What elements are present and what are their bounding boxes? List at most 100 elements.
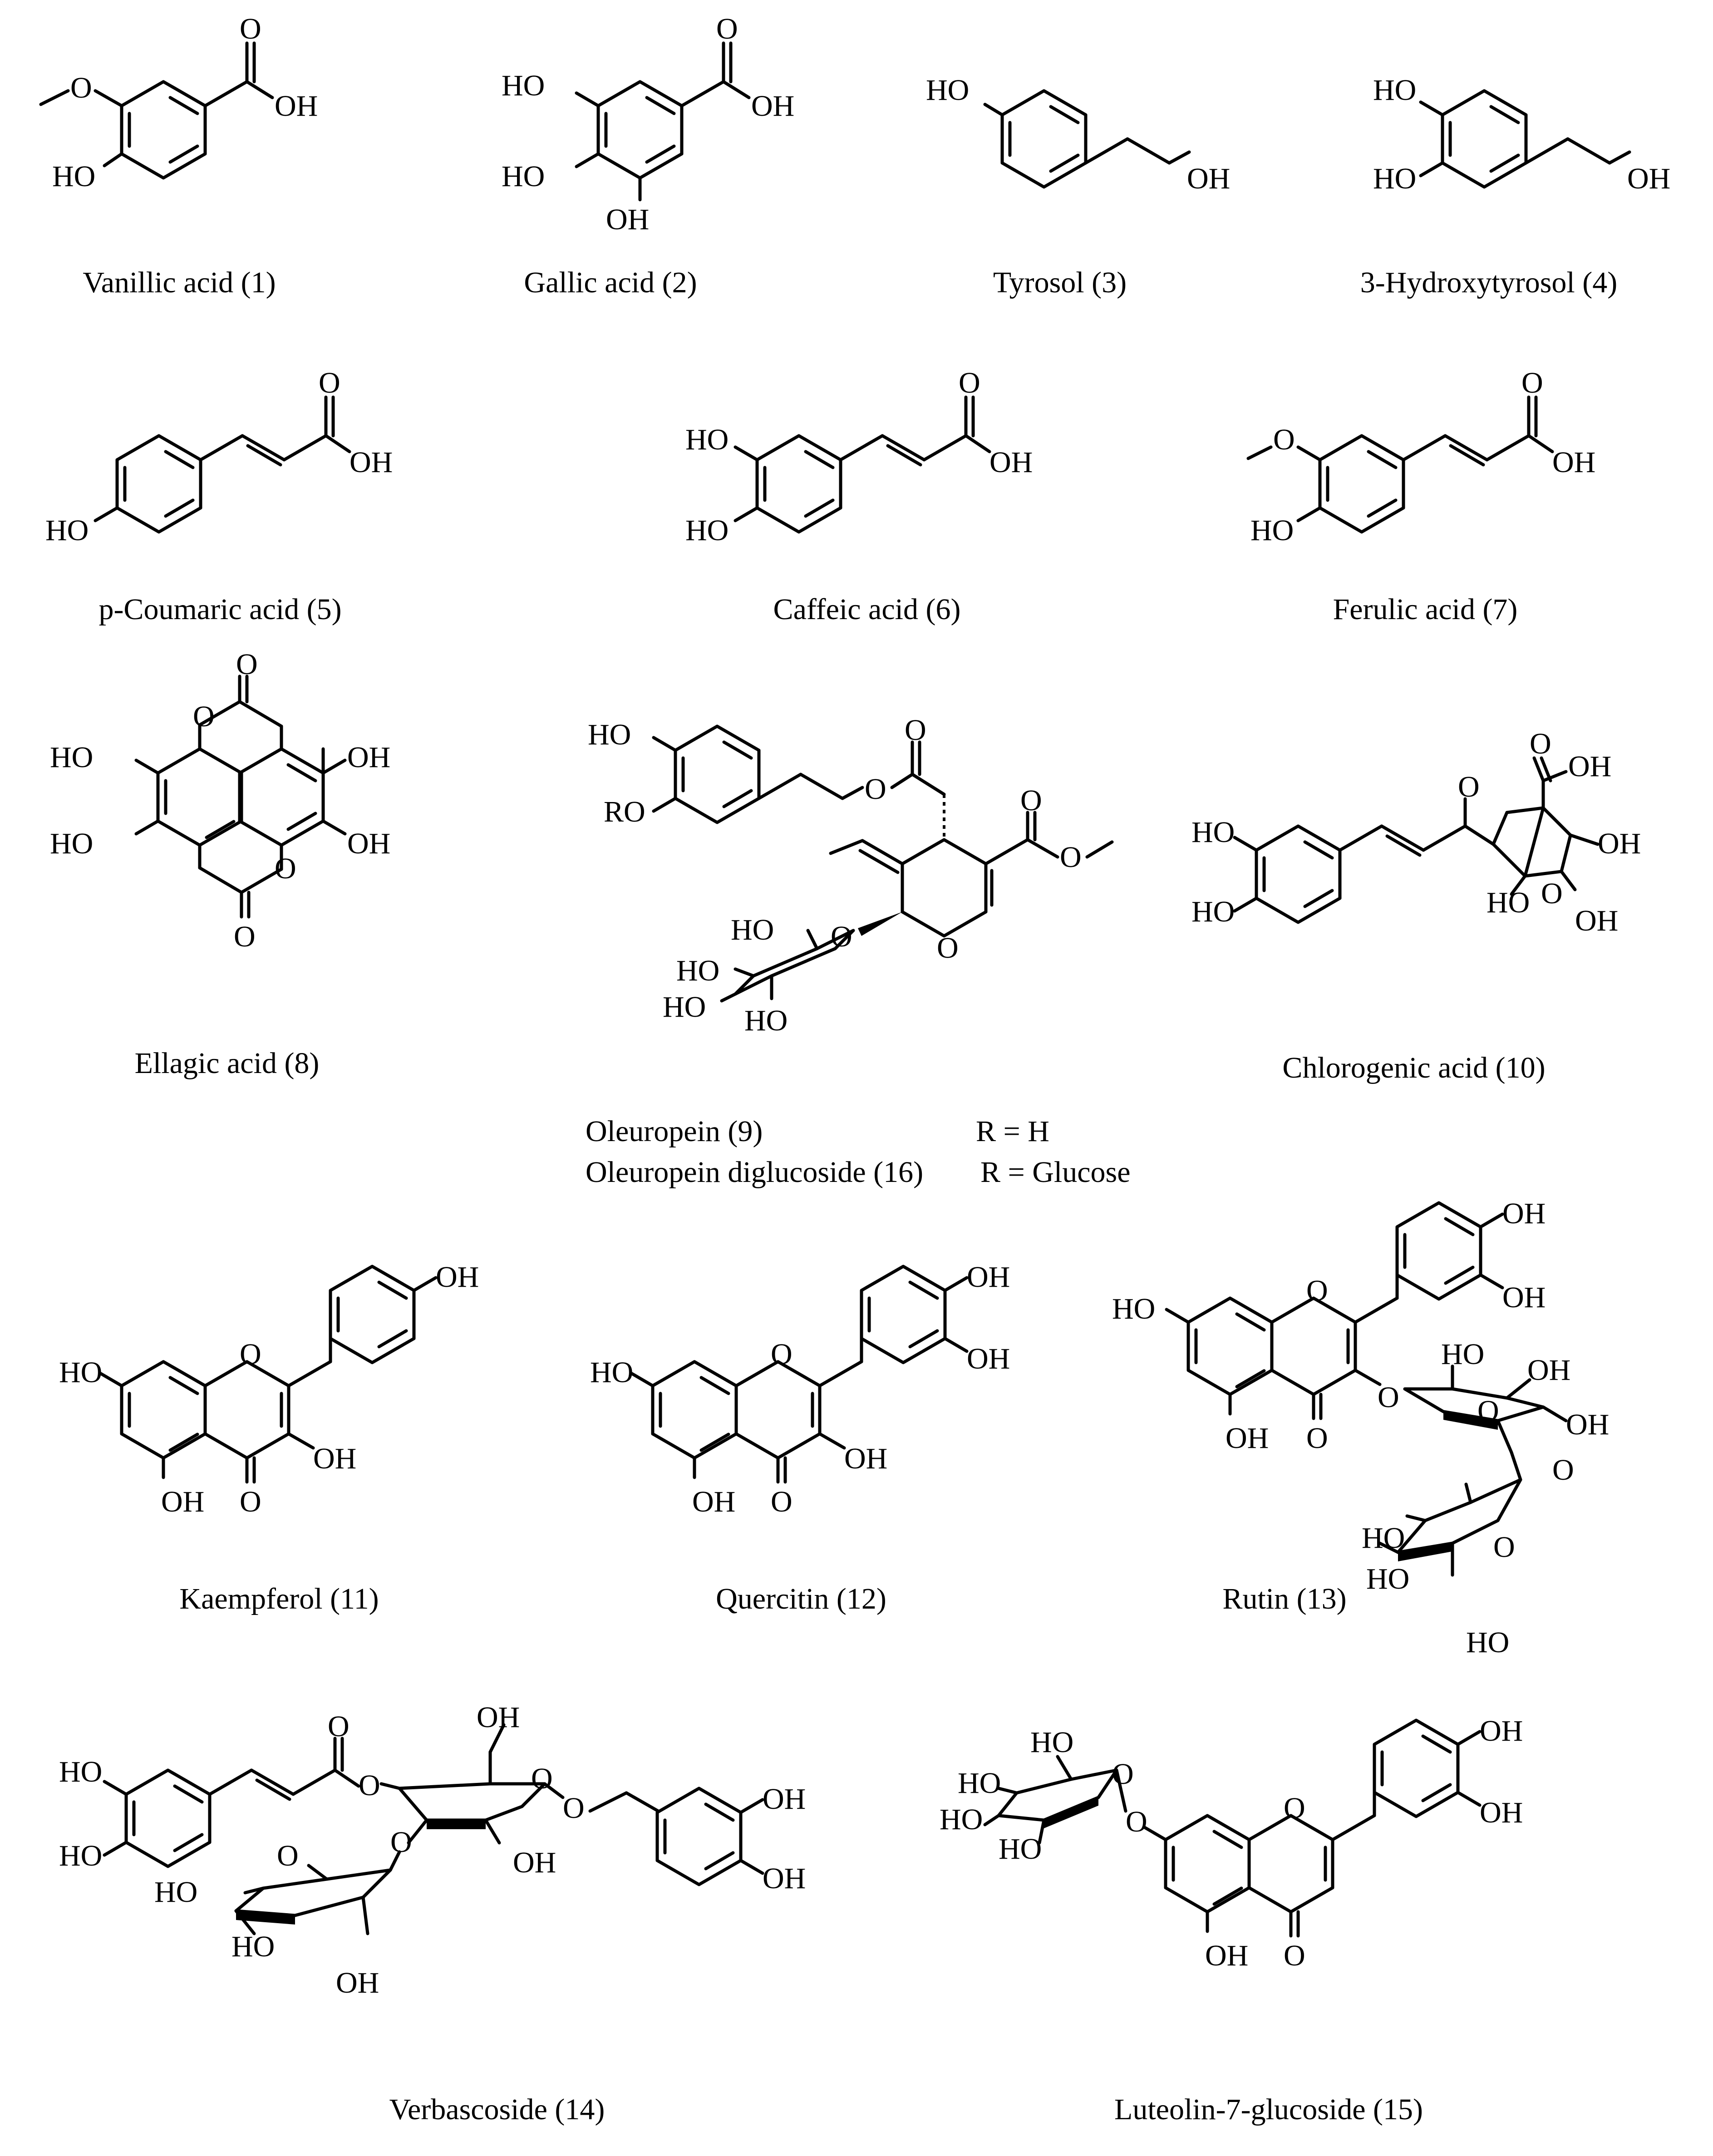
hydroxyl-label: HO: [50, 827, 93, 860]
hydroxyl-label: HO: [52, 160, 95, 193]
hydroxyl-label: HO: [676, 954, 719, 987]
hydroxyl-label: OH: [692, 1485, 735, 1518]
hydroxyl-label: HO: [588, 718, 631, 751]
hydroxyl-label: OH: [161, 1485, 204, 1518]
hydroxyl-label: OH: [1598, 827, 1641, 860]
carbonyl-oxygen: O: [234, 920, 256, 953]
hydroxyl-label: HO: [502, 69, 545, 102]
carbonyl-oxygen: O: [771, 1485, 793, 1518]
hydroxyl-label: HO: [1466, 1626, 1509, 1659]
structure-vanillic-acid: O OH O HO: [39, 12, 318, 193]
hydroxyl-label: OH: [989, 446, 1033, 479]
hydroxyl-label: HO: [231, 1930, 275, 1963]
ring-oxygen: O: [531, 1762, 553, 1795]
caption-tyrosol: Tyrosol (3): [993, 266, 1127, 299]
structure-hydroxytyrosol: HO HO OH: [1373, 74, 1670, 195]
ester-oxygen: O: [359, 1769, 380, 1802]
hydroxyl-label: HO: [999, 1832, 1042, 1866]
caption-ellagic-acid: Ellagic acid (8): [134, 1047, 320, 1080]
caption-p-coumaric-acid: p-Coumaric acid (5): [98, 593, 342, 626]
hydroxyl-label: HO: [1191, 816, 1235, 849]
caption-chlorogenic-acid: Chlorogenic acid (10): [1282, 1051, 1546, 1084]
hydroxyl-label: HO: [685, 423, 729, 456]
structure-p-coumaric-acid: O OH HO: [45, 366, 393, 547]
carbonyl-oxygen: O: [1458, 770, 1480, 803]
hydroxyl-label: OH: [1568, 750, 1611, 783]
hydroxyl-label: OH: [1527, 1354, 1570, 1387]
structure-oleuropein: O O O O O O HO RO HO HO HO HO: [588, 714, 1114, 1037]
hydroxyl-label: HO: [1191, 895, 1235, 928]
glycosidic-oxygen: O: [1552, 1453, 1574, 1487]
hydroxyl-label: OH: [349, 446, 393, 479]
hydroxyl-label: HO: [663, 990, 706, 1024]
hydroxyl-label: HO: [1373, 162, 1416, 195]
caption-quercitin: Quercitin (12): [716, 1582, 886, 1615]
hydroxyl-label: OH: [844, 1442, 887, 1475]
hydroxyl-label: OH: [1627, 162, 1670, 195]
carbonyl-oxygen: O: [240, 12, 261, 45]
hydroxyl-label: OH: [967, 1260, 1010, 1294]
glycosidic-oxygen: O: [563, 1792, 585, 1825]
hydroxyl-label: OH: [477, 1701, 520, 1734]
hydroxyl-label: OH: [275, 89, 318, 123]
hydroxyl-label: HO: [154, 1875, 197, 1909]
hydroxyl-label: OH: [1502, 1281, 1546, 1314]
methoxy-oxygen: O: [1273, 423, 1295, 456]
caption-oleuropein-diglucoside: Oleuropein diglucoside (16): [586, 1156, 924, 1189]
ring-oxygen: O: [1477, 1394, 1499, 1427]
hydroxyl-label: OH: [1226, 1422, 1269, 1455]
ring-oxygen: O: [1284, 1792, 1305, 1825]
hydroxyl-label: OH: [1552, 446, 1595, 479]
carbonyl-oxygen: O: [328, 1710, 349, 1743]
structure-quercitin: O O OH OH HO OH OH: [590, 1260, 1010, 1518]
caption-oleuropein: Oleuropein (9): [586, 1115, 763, 1148]
hydroxyl-label: HO: [502, 160, 545, 193]
ring-oxygen: O: [771, 1338, 793, 1371]
carbonyl-oxygen: O: [1306, 1422, 1328, 1455]
hydroxyl-label: OH: [1566, 1408, 1609, 1441]
hydroxyl-label: OH: [763, 1782, 806, 1816]
ring-oxygen: O: [275, 852, 296, 885]
caption-rutin: Rutin (13): [1222, 1582, 1347, 1615]
structure-luteolin-7-glucoside: O O OH O OH OH O HO HO HO HO: [940, 1714, 1523, 1972]
carbonyl-oxygen: O: [319, 366, 340, 399]
carbonyl-oxygen: O: [1284, 1939, 1305, 1972]
hydroxyl-label: HO: [1441, 1338, 1484, 1371]
hydroxyl-label: OH: [751, 89, 794, 123]
hydroxyl-label: HO: [744, 1004, 788, 1037]
hydroxyl-label: OH: [347, 827, 390, 860]
glycosidic-oxygen: O: [390, 1826, 412, 1859]
hydroxyl-label: HO: [59, 1356, 102, 1389]
hydroxyl-label: HO: [1250, 514, 1294, 547]
caption-verbascoside: Verbascoside (14): [389, 2093, 605, 2126]
hydroxyl-label: OH: [1205, 1939, 1248, 1972]
hydroxyl-label: HO: [59, 1755, 102, 1788]
structure-caffeic-acid: O OH HO HO: [685, 366, 1033, 547]
hydroxyl-label: HO: [59, 1839, 102, 1872]
oleuropein-r-group: R = H: [976, 1115, 1049, 1148]
ring-oxygen: O: [277, 1839, 299, 1872]
hydroxyl-label: OH: [1480, 1796, 1523, 1829]
hydroxyl-label: HO: [940, 1803, 983, 1836]
hydroxyl-label: HO: [1362, 1521, 1405, 1555]
hydroxyl-label: OH: [1502, 1197, 1546, 1230]
caption-ferulic-acid: Ferulic acid (7): [1333, 593, 1518, 626]
methoxy-oxygen: O: [70, 71, 92, 104]
hydroxyl-label: OH: [1480, 1714, 1523, 1747]
hydroxyl-label: OH: [967, 1342, 1010, 1375]
hydroxyl-label: HO: [590, 1356, 633, 1389]
carbonyl-oxygen: O: [1530, 727, 1551, 760]
carbonyl-oxygen: O: [716, 12, 738, 45]
structure-verbascoside: O O OH O O OH O HO HO OH OH O HO HO OH: [59, 1701, 806, 1999]
structure-kaempferol: O O OH OH HO OH: [59, 1260, 479, 1518]
structure-ellagic-acid: O O O O OH OH HO HO: [50, 648, 390, 953]
structure-gallic-acid: O OH HO HO OH: [502, 12, 794, 236]
caption-gallic-acid: Gallic acid (2): [524, 266, 697, 299]
ring-oxygen: O: [240, 1338, 261, 1371]
hydroxyl-label: HO: [1373, 74, 1416, 107]
hydroxyl-label: OH: [513, 1846, 556, 1879]
methoxy-oxygen: O: [1060, 841, 1082, 874]
structure-ferulic-acid: O OH O HO: [1246, 366, 1595, 547]
hydroxyl-label: HO: [50, 741, 93, 774]
